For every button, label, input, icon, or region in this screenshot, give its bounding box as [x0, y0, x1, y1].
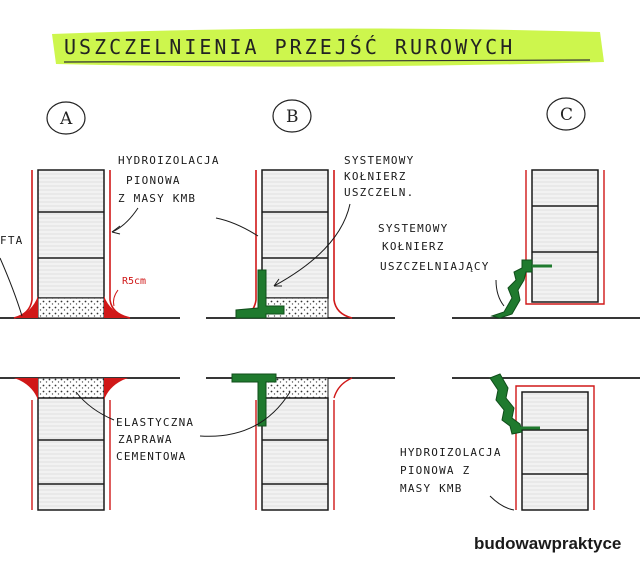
- leader-arrow-b-waterproof: [215, 217, 259, 237]
- label-a-fillet: FTA: [0, 234, 23, 247]
- label-elastic-mortar: ELASTYCZNA ZAPRAWA CEMENTOWA: [75, 391, 291, 463]
- leader-arrow: [495, 279, 505, 307]
- variant-c-label: C: [560, 105, 573, 125]
- label-c-waterproof: HYDROIZOLACJA PIONOWA Z MASY KMB: [400, 446, 515, 511]
- ground-lines: [0, 317, 640, 379]
- sealant-fillet-right: [104, 296, 128, 318]
- svg-text:SYSTEMOWY: SYSTEMOWY: [378, 222, 448, 235]
- sealing-flange: [490, 259, 533, 319]
- sealant-fillet-right: [104, 378, 128, 400]
- leader-arrow: [75, 391, 115, 421]
- svg-text:KOŁNIERZ: KOŁNIERZ: [344, 170, 407, 183]
- sealant-fillet-left: [14, 378, 38, 400]
- svg-text:MASY KMB: MASY KMB: [400, 482, 463, 495]
- svg-text:PIONOWA: PIONOWA: [126, 174, 181, 187]
- title-underline: [63, 59, 591, 63]
- pipe-a-top: [0, 169, 131, 319]
- page-title: USZCZELNIENIA PRZEJŚĆ RUROWYCH: [64, 35, 515, 59]
- pipe-c-bottom: [489, 373, 595, 511]
- svg-text:USZCZELNIAJĄCY: USZCZELNIAJĄCY: [380, 260, 490, 273]
- svg-text:R5cm: R5cm: [122, 276, 146, 287]
- variant-b-marker: B: [272, 99, 312, 133]
- leader-arrow: [489, 495, 515, 511]
- pipe-b-bottom: [231, 373, 353, 511]
- svg-text:CEMENTOWA: CEMENTOWA: [116, 450, 186, 463]
- svg-text:PIONOWA Z: PIONOWA Z: [400, 464, 470, 477]
- svg-text:ZAPRAWA: ZAPRAWA: [118, 433, 173, 446]
- pipe-b-top: [235, 169, 353, 319]
- leader-arrow: [111, 207, 139, 233]
- svg-text:SYSTEMOWY: SYSTEMOWY: [344, 154, 414, 167]
- leader-arrow: [199, 391, 291, 437]
- variant-b-label: B: [286, 107, 299, 127]
- svg-text:KOŁNIERZ: KOŁNIERZ: [382, 240, 445, 253]
- variant-c-marker: C: [546, 97, 586, 131]
- waterproofing-line: [255, 400, 335, 510]
- brand-watermark: budowawpraktyce: [474, 534, 622, 553]
- svg-text:USZCZELN.: USZCZELN.: [344, 186, 414, 199]
- waterproofing-line: [515, 385, 595, 510]
- waterproofing-line: [13, 170, 131, 319]
- leader-arrow: [273, 203, 351, 287]
- variant-a-marker: A: [46, 101, 86, 135]
- label-a-radius: R5cm: [113, 276, 146, 307]
- sealing-flange: [235, 269, 285, 319]
- svg-text:ELASTYCZNA: ELASTYCZNA: [116, 416, 194, 429]
- pipe-c-top: [490, 169, 605, 319]
- pipe-a-bottom: [14, 377, 128, 511]
- title-banner: USZCZELNIENIA PRZEJŚĆ RUROWYCH: [52, 28, 604, 67]
- sealing-flange: [489, 373, 523, 435]
- svg-text:Z MASY KMB: Z MASY KMB: [118, 192, 196, 205]
- waterproofing-line: [525, 170, 605, 305]
- label-b-flange: SYSTEMOWY KOŁNIERZ USZCZELN.: [273, 154, 414, 287]
- label-a-waterproof: HYDROIZOLACJA PIONOWA Z MASY KMB: [111, 154, 220, 235]
- leader-line: [0, 257, 23, 317]
- label-c-flange: SYSTEMOWY KOŁNIERZ USZCZELNIAJĄCY: [378, 222, 505, 307]
- svg-text:HYDROIZOLACJA: HYDROIZOLACJA: [118, 154, 220, 167]
- sealant-fillet-left: [16, 296, 38, 318]
- variant-a-label: A: [59, 109, 73, 129]
- sealing-flange: [231, 373, 277, 427]
- title-highlight: [52, 28, 604, 67]
- svg-text:HYDROIZOLACJA: HYDROIZOLACJA: [400, 446, 502, 459]
